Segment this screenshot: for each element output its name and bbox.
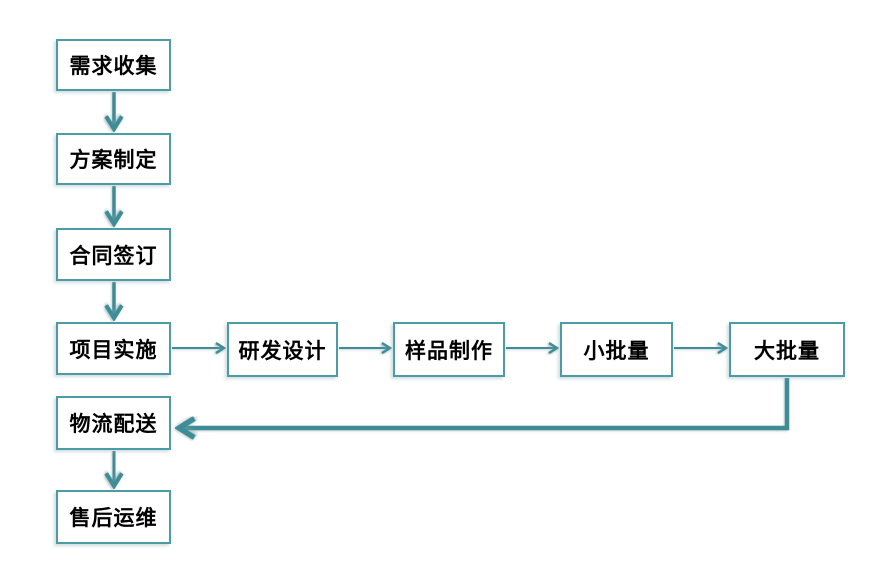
flow-node-requirement-collection: 需求收集 (56, 39, 171, 91)
flow-node-plan-formulation: 方案制定 (56, 133, 171, 185)
flow-node-contract-signing: 合同签订 (56, 228, 171, 281)
flow-node-rd-design: 研发设计 (227, 322, 338, 377)
flow-node-small-batch: 小批量 (560, 322, 673, 377)
arrow-largebatch-to-logistics (179, 378, 790, 428)
flow-node-large-batch: 大批量 (729, 322, 845, 377)
flow-node-sample-production: 样品制作 (393, 322, 505, 377)
flow-node-after-sales-ops: 售后运维 (56, 490, 171, 544)
flow-node-logistics-delivery: 物流配送 (56, 396, 171, 450)
flow-node-project-implementation: 项目实施 (56, 322, 171, 375)
